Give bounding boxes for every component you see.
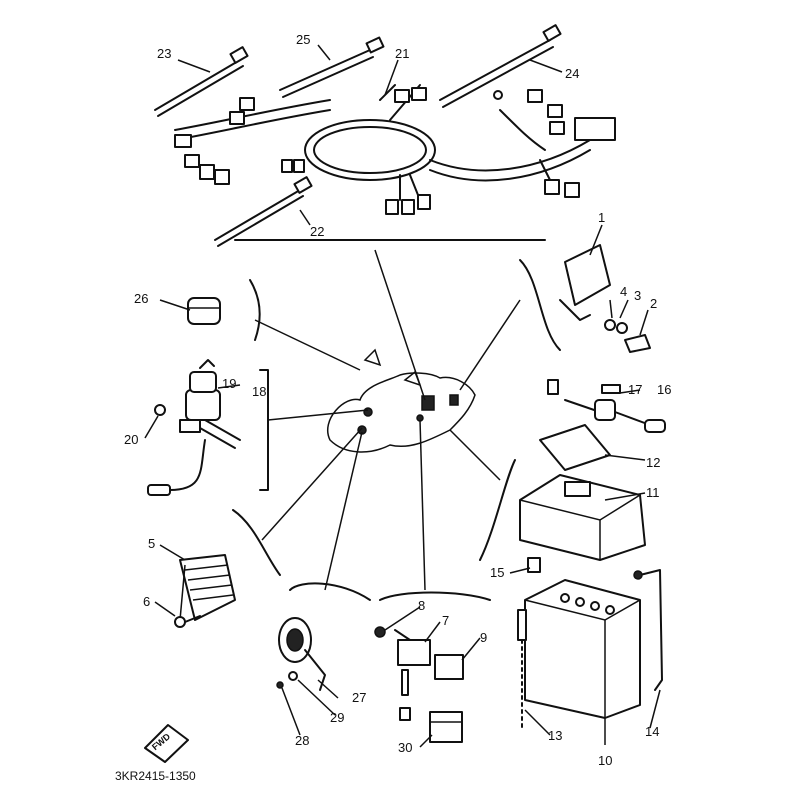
callout-15: 15 bbox=[490, 565, 504, 580]
callout-18: 18 bbox=[252, 384, 266, 399]
relay-30 bbox=[429, 711, 463, 743]
screw-part bbox=[174, 616, 186, 628]
callout-7: 7 bbox=[442, 613, 449, 628]
fuse-holder bbox=[547, 379, 666, 433]
callout-17: 17 bbox=[628, 382, 642, 397]
callout-10: 10 bbox=[598, 753, 612, 768]
callout-29: 29 bbox=[330, 710, 344, 725]
callout-22: 22 bbox=[310, 224, 324, 239]
callout-23: 23 bbox=[157, 46, 171, 61]
callout-6: 6 bbox=[143, 594, 150, 609]
callout-21: 21 bbox=[395, 46, 409, 61]
callout-8: 8 bbox=[418, 598, 425, 613]
callout-13: 13 bbox=[548, 728, 562, 743]
sheet-part bbox=[539, 424, 611, 471]
battery bbox=[524, 579, 641, 719]
callout-12: 12 bbox=[646, 455, 660, 470]
rectifier-regulator bbox=[179, 554, 236, 621]
diagram-code: 3KR2415-1350 bbox=[115, 769, 196, 783]
ignition-switch bbox=[147, 359, 241, 496]
group-brackets bbox=[232, 259, 561, 601]
callout-14: 14 bbox=[645, 724, 659, 739]
battery-cover bbox=[519, 474, 646, 561]
callout-4: 4 bbox=[620, 284, 627, 299]
callout-1: 1 bbox=[598, 210, 605, 225]
callout-24: 24 bbox=[565, 66, 579, 81]
callout-28: 28 bbox=[295, 733, 309, 748]
callout-20: 20 bbox=[124, 432, 138, 447]
cap-part bbox=[187, 297, 221, 325]
callout-9: 9 bbox=[480, 630, 487, 645]
wire-harness bbox=[174, 84, 616, 215]
callout-2: 2 bbox=[650, 296, 657, 311]
callout-30: 30 bbox=[398, 740, 412, 755]
cable-bands bbox=[154, 24, 562, 247]
callout-16: 16 bbox=[657, 382, 671, 397]
horn bbox=[278, 617, 326, 691]
callout-3: 3 bbox=[634, 288, 641, 303]
callout-5: 5 bbox=[148, 536, 155, 551]
callout-26: 26 bbox=[134, 291, 148, 306]
relay-group bbox=[374, 626, 464, 721]
callout-leaders bbox=[144, 44, 661, 748]
callout-27: 27 bbox=[352, 690, 366, 705]
callout-19: 19 bbox=[222, 376, 236, 391]
callout-25: 25 bbox=[296, 32, 310, 47]
leader-lines bbox=[254, 249, 521, 591]
relay-unit bbox=[559, 244, 651, 353]
fwd-arrow-icon: FWD bbox=[144, 724, 189, 763]
callout-11: 11 bbox=[646, 485, 660, 500]
